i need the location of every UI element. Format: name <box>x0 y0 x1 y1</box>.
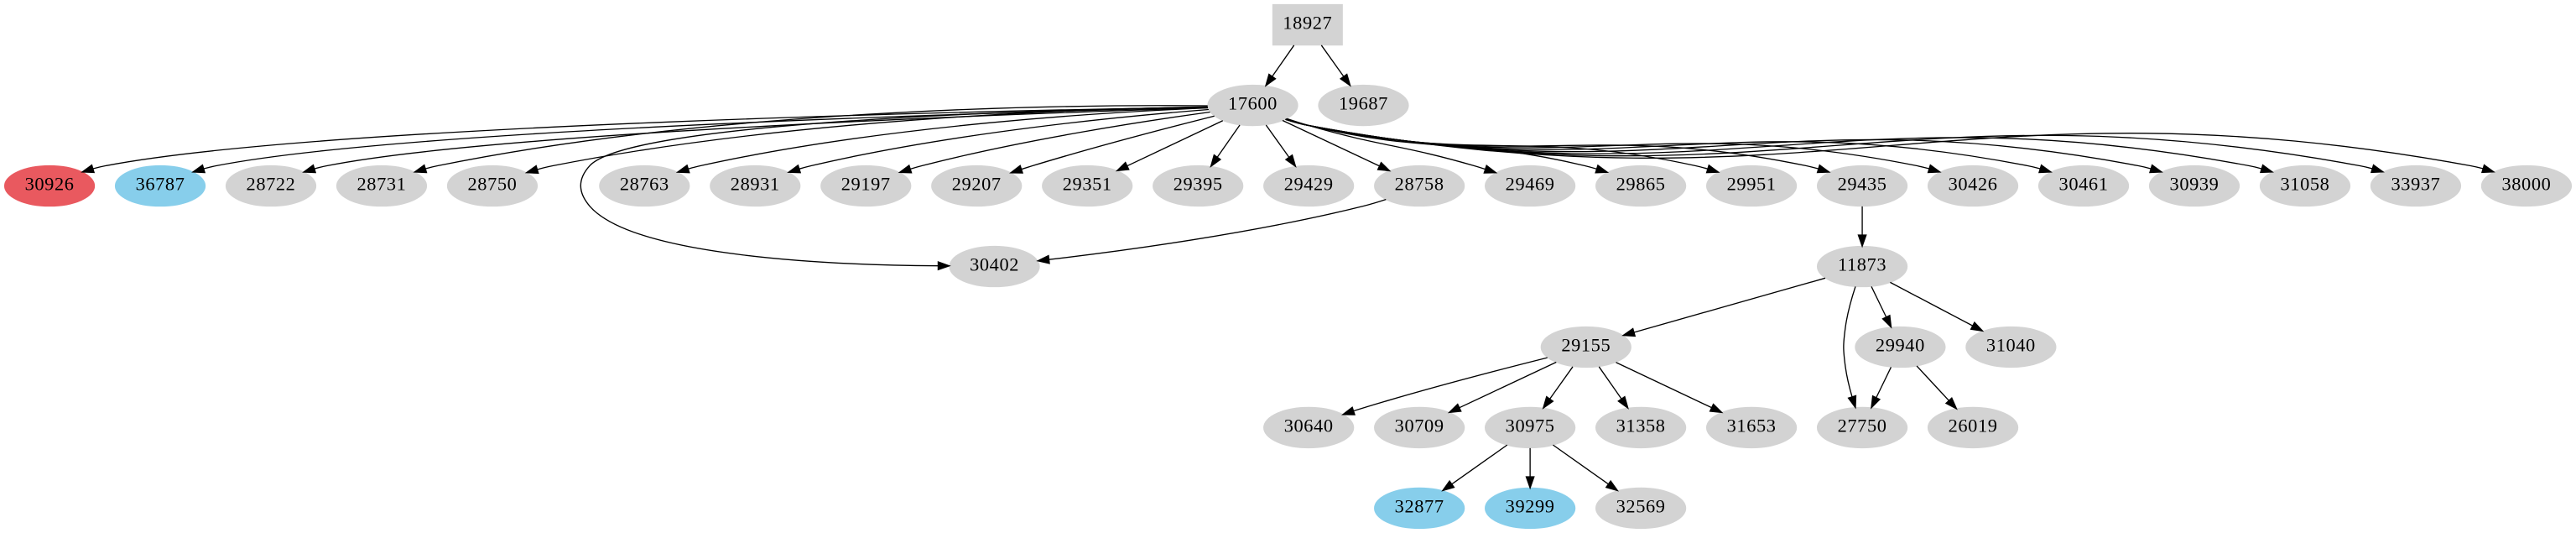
svg-text:17600: 17600 <box>1228 92 1278 113</box>
svg-text:29940: 29940 <box>1876 334 1925 355</box>
svg-text:19687: 19687 <box>1339 92 1388 113</box>
svg-text:29435: 29435 <box>1838 173 1887 194</box>
svg-text:30975: 30975 <box>1506 415 1555 436</box>
svg-text:36787: 36787 <box>136 173 185 194</box>
svg-text:29197: 29197 <box>841 173 891 194</box>
svg-text:30426: 30426 <box>1949 173 1998 194</box>
svg-text:29429: 29429 <box>1284 173 1334 194</box>
svg-text:30402: 30402 <box>970 253 1019 274</box>
svg-text:29155: 29155 <box>1561 334 1611 355</box>
svg-text:31040: 31040 <box>1986 334 2036 355</box>
svg-text:28931: 28931 <box>731 173 780 194</box>
svg-text:31653: 31653 <box>1727 415 1777 436</box>
svg-text:28731: 28731 <box>357 173 407 194</box>
svg-text:28763: 28763 <box>620 173 669 194</box>
svg-text:29207: 29207 <box>952 173 1002 194</box>
svg-text:30709: 30709 <box>1395 415 1444 436</box>
svg-text:32877: 32877 <box>1395 495 1444 516</box>
svg-text:18927: 18927 <box>1283 12 1332 33</box>
svg-text:30926: 30926 <box>25 173 75 194</box>
svg-text:31058: 31058 <box>2281 173 2330 194</box>
svg-text:28722: 28722 <box>247 173 296 194</box>
svg-text:28758: 28758 <box>1395 173 1444 194</box>
svg-text:29351: 29351 <box>1063 173 1112 194</box>
svg-text:30640: 30640 <box>1284 415 1334 436</box>
svg-text:29865: 29865 <box>1616 173 1666 194</box>
svg-text:29951: 29951 <box>1727 173 1777 194</box>
svg-text:26019: 26019 <box>1949 415 1998 436</box>
svg-text:33937: 33937 <box>2391 173 2441 194</box>
svg-text:29469: 29469 <box>1506 173 1555 194</box>
svg-text:11873: 11873 <box>1838 253 1886 274</box>
svg-text:30461: 30461 <box>2059 173 2109 194</box>
svg-text:30939: 30939 <box>2170 173 2220 194</box>
svg-text:32569: 32569 <box>1616 495 1666 516</box>
svg-text:27750: 27750 <box>1838 415 1887 436</box>
svg-text:39299: 39299 <box>1506 495 1555 516</box>
svg-text:28750: 28750 <box>468 173 518 194</box>
svg-text:31358: 31358 <box>1616 415 1666 436</box>
svg-text:29395: 29395 <box>1174 173 1223 194</box>
svg-text:38000: 38000 <box>2501 173 2551 194</box>
